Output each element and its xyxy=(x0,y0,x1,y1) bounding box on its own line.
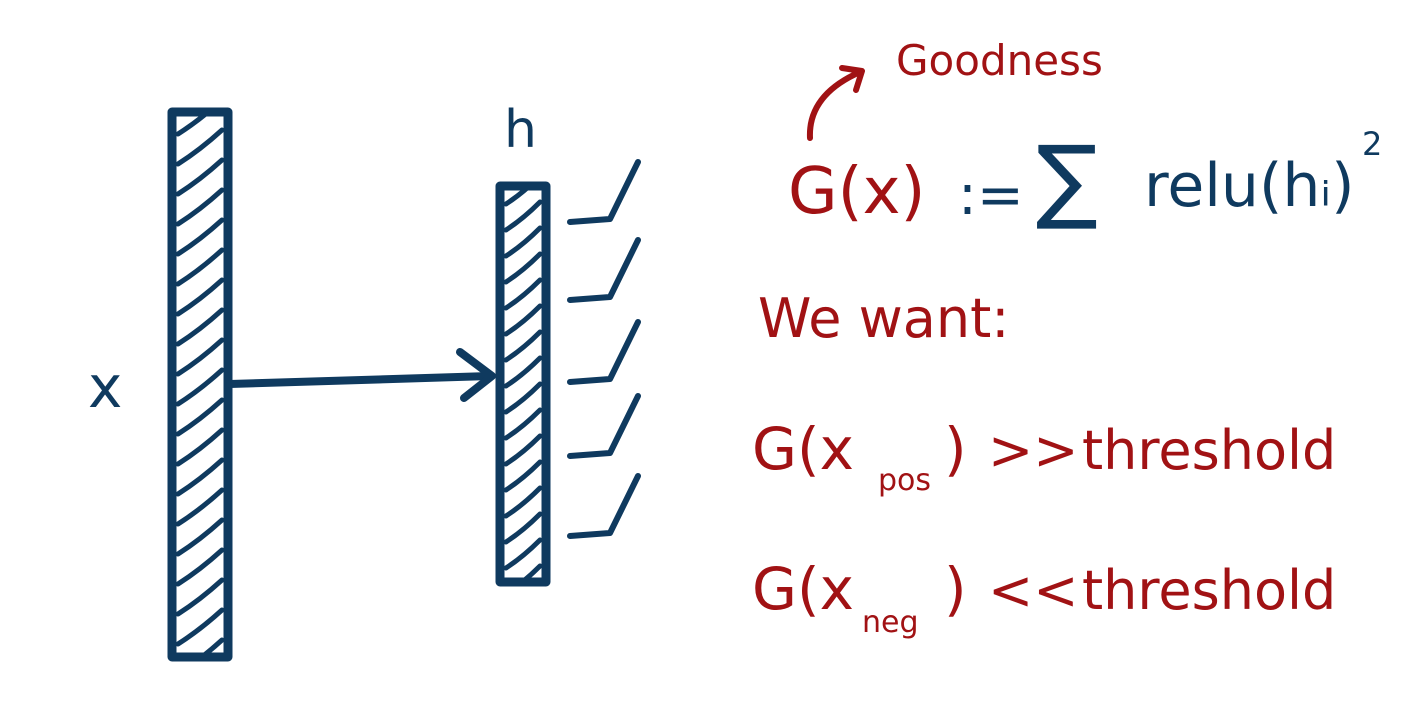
hatch-stroke xyxy=(175,114,210,137)
hatch-stroke xyxy=(503,485,543,519)
hatch-stroke xyxy=(503,433,543,467)
relu-icon xyxy=(567,393,641,459)
hatch-stroke xyxy=(503,199,543,233)
hatch-stroke xyxy=(200,637,225,655)
relu-icon xyxy=(567,159,641,225)
hatch-stroke xyxy=(175,517,225,557)
hidden-layer xyxy=(495,181,551,587)
hatch-stroke xyxy=(175,187,225,227)
hatch-stroke xyxy=(503,355,543,389)
condition-positive-subscript: pos xyxy=(878,463,932,498)
hatch-stroke xyxy=(175,307,225,347)
relu-icon xyxy=(567,319,641,385)
hatch-stroke xyxy=(175,367,225,407)
input-layer-hatching xyxy=(175,114,225,655)
condition-negative-lhs: G(x xyxy=(752,555,854,623)
hatch-stroke xyxy=(503,459,543,493)
hatch-stroke xyxy=(175,217,225,257)
hatch-stroke xyxy=(175,247,225,287)
connection-arrow xyxy=(226,348,496,402)
hatch-stroke xyxy=(503,537,543,571)
hatch-stroke xyxy=(175,607,225,647)
hatch-stroke xyxy=(175,397,225,437)
relu-activations xyxy=(567,159,641,539)
hatch-stroke xyxy=(503,277,543,311)
hatch-stroke xyxy=(175,127,225,167)
hatch-stroke xyxy=(175,577,225,617)
hatch-stroke xyxy=(503,407,543,441)
hatch-stroke xyxy=(520,563,543,580)
hidden-layer-box xyxy=(495,181,551,587)
condition-negative-close: ) xyxy=(944,555,967,623)
hatch-stroke xyxy=(175,487,225,527)
hidden-layer-label: h xyxy=(504,100,537,160)
relu-icon xyxy=(567,237,641,303)
hatch-stroke xyxy=(503,188,531,207)
hatch-stroke xyxy=(503,303,543,337)
hatch-stroke xyxy=(503,381,543,415)
hatch-stroke xyxy=(503,225,543,259)
formula-rhs: relu(hᵢ) xyxy=(1144,151,1355,221)
hatch-stroke xyxy=(175,427,225,467)
hatch-stroke xyxy=(175,337,225,377)
condition-positive-lhs: G(x xyxy=(752,415,854,483)
hatch-stroke xyxy=(175,547,225,587)
hatch-stroke xyxy=(503,251,543,285)
hatch-stroke xyxy=(503,329,543,363)
formula-lhs: G(x) xyxy=(788,155,926,229)
input-layer xyxy=(167,107,233,662)
hatch-stroke xyxy=(175,457,225,497)
hatch-stroke xyxy=(175,157,225,197)
sum-symbol: ∑ xyxy=(1036,126,1098,233)
hatch-stroke xyxy=(175,277,225,317)
hatch-stroke xyxy=(503,511,543,545)
condition-positive-relation: >> xyxy=(988,419,1079,482)
input-layer-label: x xyxy=(88,353,123,421)
condition-negative-rhs: threshold xyxy=(1082,559,1337,622)
condition-negative-subscript: neg xyxy=(862,605,919,640)
goodness-pointer-arrow xyxy=(806,65,865,141)
hidden-layer-hatching xyxy=(503,188,543,580)
want-heading: We want: xyxy=(758,287,1010,350)
formula-assign: := xyxy=(958,163,1024,228)
relu-icon xyxy=(567,473,641,539)
condition-positive-close: ) xyxy=(944,415,967,483)
condition-positive-rhs: threshold xyxy=(1082,419,1337,482)
goodness-note: Goodness xyxy=(896,36,1103,85)
formula-exponent: 2 xyxy=(1362,125,1383,163)
condition-negative-relation: << xyxy=(988,559,1079,622)
